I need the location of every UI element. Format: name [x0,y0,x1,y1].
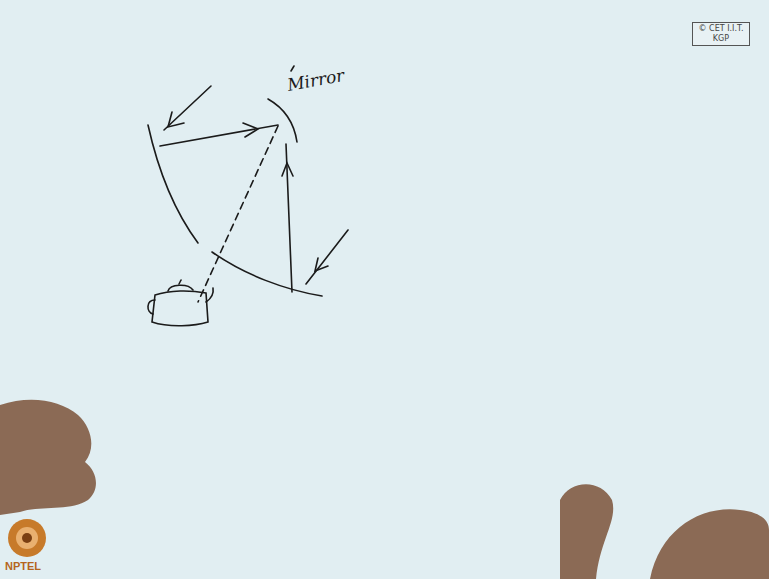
reflected-ray [160,125,278,146]
handwritten-label: Mirror [286,65,346,95]
concave-reflector [212,252,322,296]
arrowhead [315,258,328,271]
sketch-lines [148,66,348,326]
hands [0,400,769,579]
teapot [148,280,213,326]
right-hand [650,509,769,579]
watermark-box: © CET I.I.T. KGP [692,22,750,46]
incoming-ray [164,86,211,130]
arrowhead [282,163,293,176]
incoming-ray [306,230,348,284]
logo-text: NPTEL [5,560,41,572]
right-thumb [560,484,613,579]
concave-reflector [148,125,198,243]
watermark-text: © CET I.I.T. KGP [697,24,745,44]
left-hand [0,400,96,515]
nptel-logo [8,519,46,557]
arrowhead [168,112,184,127]
dashed-ray [198,126,278,302]
arrowhead [243,123,258,137]
small-mirror [268,99,297,142]
tick-mark [291,66,294,71]
